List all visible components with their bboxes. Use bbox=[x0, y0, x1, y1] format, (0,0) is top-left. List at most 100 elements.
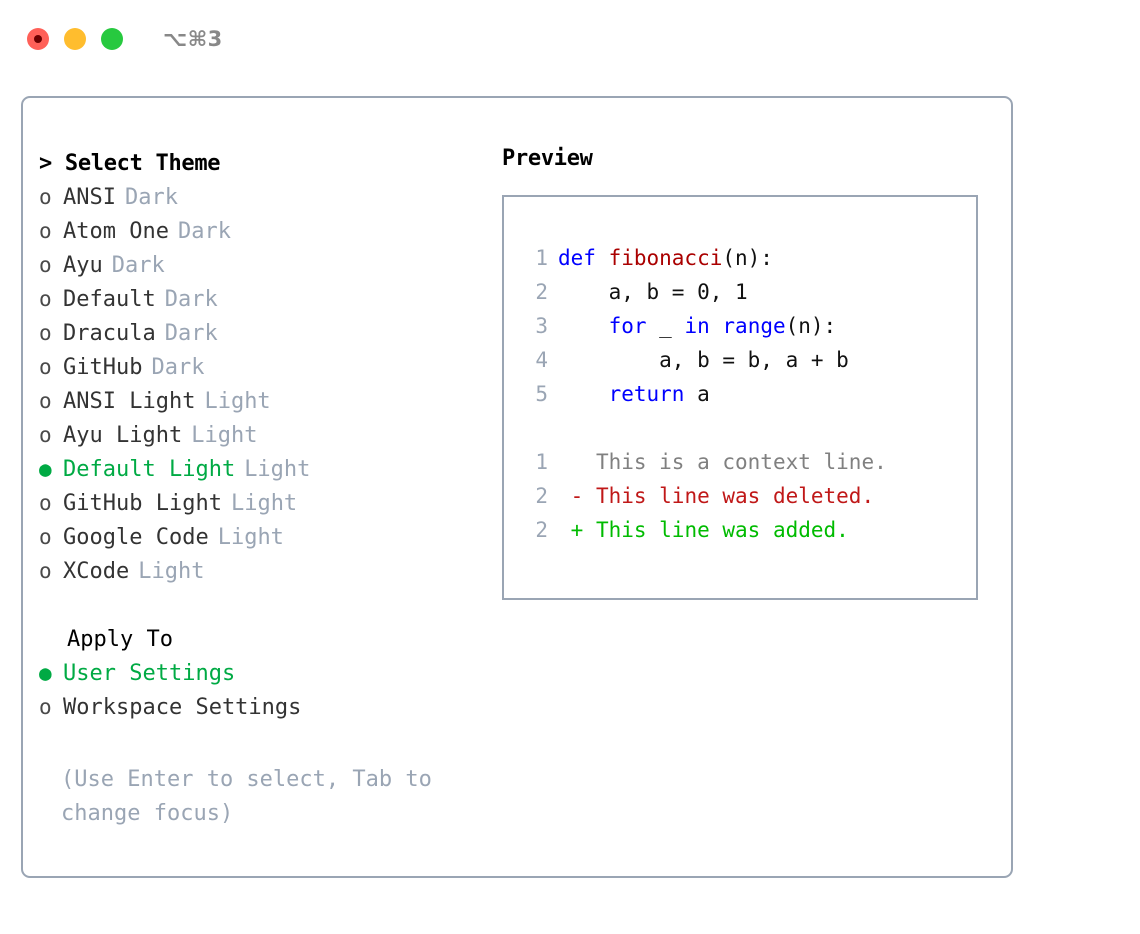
code-token: range bbox=[722, 314, 786, 338]
theme-category-tag: Dark bbox=[164, 320, 218, 346]
apply-to-option[interactable]: ●User Settings bbox=[39, 656, 469, 690]
code-token: a, b = 0, 1 bbox=[558, 280, 748, 304]
theme-list-item[interactable]: o Default Dark bbox=[39, 282, 469, 316]
code-token: return bbox=[608, 382, 685, 406]
theme-name: Ayu bbox=[63, 252, 103, 278]
close-window-button[interactable] bbox=[27, 28, 49, 50]
theme-name: Default Light bbox=[63, 456, 236, 482]
apply-to-list: ●User Settings o Workspace Settings bbox=[39, 656, 469, 724]
apply-to-option-label: Workspace Settings bbox=[63, 694, 302, 720]
code-token: (n): bbox=[722, 246, 773, 270]
diff-line-number: 2 bbox=[535, 518, 548, 542]
theme-category-tag: Light bbox=[204, 388, 271, 414]
theme-list-item[interactable]: o ANSI Light Light bbox=[39, 384, 469, 418]
theme-list-item[interactable]: o ANSI Dark bbox=[39, 180, 469, 214]
traffic-light-group bbox=[27, 28, 123, 50]
diff-sign: - bbox=[558, 484, 596, 508]
theme-list-item[interactable]: o Google Code Light bbox=[39, 520, 469, 554]
theme-list-item[interactable]: o GitHub Dark bbox=[39, 350, 469, 384]
theme-name: ANSI bbox=[63, 184, 116, 210]
theme-category-tag: Light bbox=[138, 558, 205, 584]
theme-category-tag: Dark bbox=[111, 252, 165, 278]
theme-name: Dracula bbox=[63, 320, 156, 346]
code-token: in bbox=[684, 314, 710, 338]
theme-name: Ayu Light bbox=[63, 422, 183, 448]
radio-unselected-icon: o bbox=[39, 253, 52, 277]
code-token: a, b = b, a + b bbox=[558, 348, 849, 372]
radio-unselected-icon: o bbox=[39, 355, 52, 379]
diff-line: 2 + This line was added. bbox=[522, 513, 976, 547]
code-token bbox=[558, 382, 609, 406]
code-diff-spacer bbox=[522, 411, 976, 445]
radio-unselected-icon: o bbox=[39, 491, 52, 515]
code-token: a bbox=[684, 382, 710, 406]
radio-unselected-icon: o bbox=[39, 695, 52, 719]
code-line-number: 2 bbox=[535, 280, 548, 304]
theme-name: Default bbox=[63, 286, 156, 312]
minimize-window-button[interactable] bbox=[64, 28, 86, 50]
code-token: for bbox=[608, 314, 647, 338]
page-title: > Select Theme bbox=[39, 150, 221, 176]
diff-text: This line was deleted. bbox=[595, 484, 875, 508]
preview-heading: Preview bbox=[502, 146, 593, 171]
theme-category-tag: Light bbox=[244, 456, 311, 482]
code-token bbox=[558, 314, 609, 338]
maximize-window-button[interactable] bbox=[101, 28, 123, 50]
code-line-number: 4 bbox=[535, 348, 548, 372]
radio-unselected-icon: o bbox=[39, 525, 52, 549]
radio-selected-icon: ● bbox=[39, 661, 52, 685]
theme-category-tag: Light bbox=[191, 422, 258, 448]
code-line: 2 a, b = 0, 1 bbox=[522, 275, 976, 309]
code-token: _ bbox=[646, 314, 685, 338]
section-spacer bbox=[39, 588, 469, 622]
radio-selected-icon: ● bbox=[39, 457, 52, 481]
theme-list-item[interactable]: o XCode Light bbox=[39, 554, 469, 588]
code-line: 4 a, b = b, a + b bbox=[522, 343, 976, 377]
theme-category-tag: Light bbox=[230, 490, 298, 516]
theme-name: Google Code bbox=[63, 524, 209, 550]
code-line: 3 for _ in range(n): bbox=[522, 309, 976, 343]
code-line-number: 1 bbox=[535, 246, 548, 270]
diff-line-number: 1 bbox=[535, 450, 548, 474]
radio-unselected-icon: o bbox=[39, 219, 52, 243]
theme-list-item[interactable]: ● Default Light Light bbox=[39, 452, 469, 486]
close-dot-icon bbox=[34, 35, 42, 43]
radio-unselected-icon: o bbox=[39, 185, 52, 209]
code-line: 5 return a bbox=[522, 377, 976, 411]
theme-list-item[interactable]: o Ayu Dark bbox=[39, 248, 469, 282]
diff-sign: + bbox=[558, 518, 596, 542]
theme-category-tag: Dark bbox=[124, 184, 178, 210]
code-line-number: 3 bbox=[535, 314, 548, 338]
code-token: (n): bbox=[785, 314, 837, 338]
theme-name: XCode bbox=[63, 558, 130, 584]
keyboard-hint-text: (Use Enter to select, Tab to change focu… bbox=[61, 767, 432, 826]
diff-text: This line was added. bbox=[595, 518, 849, 542]
diff-sample: 1 This is a context line.2 - This line w… bbox=[522, 445, 976, 547]
code-token: fibonacci bbox=[608, 246, 723, 270]
diff-line: 1 This is a context line. bbox=[522, 445, 976, 479]
radio-unselected-icon: o bbox=[39, 389, 52, 413]
apply-to-label: Apply To bbox=[67, 626, 173, 652]
diff-text: This is a context line. bbox=[595, 450, 887, 474]
theme-category-tag: Light bbox=[217, 524, 284, 550]
radio-unselected-icon: o bbox=[39, 287, 52, 311]
theme-name: GitHub bbox=[63, 354, 143, 380]
apply-to-option[interactable]: o Workspace Settings bbox=[39, 690, 469, 724]
code-line-number: 5 bbox=[535, 382, 548, 406]
theme-category-tag: Dark bbox=[164, 286, 218, 312]
diff-line: 2 - This line was deleted. bbox=[522, 479, 976, 513]
keyboard-shortcut-label: ⌥⌘3 bbox=[163, 27, 223, 51]
theme-category-tag: Dark bbox=[151, 354, 205, 380]
theme-name: ANSI Light bbox=[63, 388, 196, 414]
radio-unselected-icon: o bbox=[39, 559, 52, 583]
